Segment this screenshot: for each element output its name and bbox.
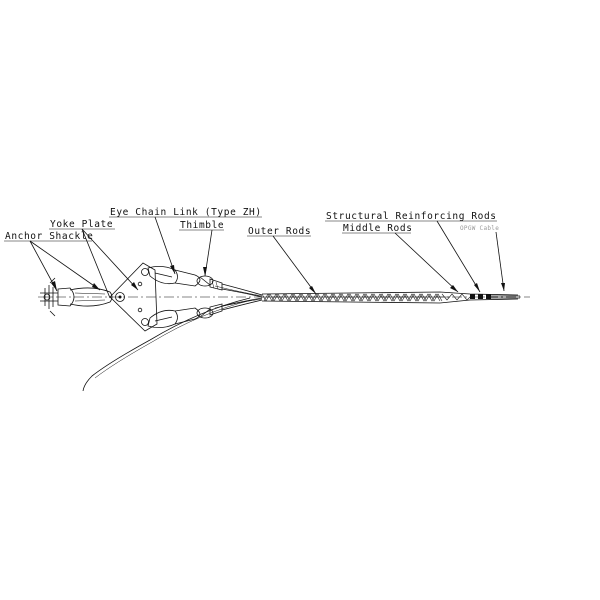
label-outer-rods: Outer Rods bbox=[248, 226, 311, 237]
yoke-plate bbox=[109, 262, 158, 332]
helical-rods bbox=[261, 291, 520, 304]
jumper-cable bbox=[82, 297, 253, 392]
label-anchor-shackle: Anchor Shackle bbox=[5, 231, 93, 242]
label-structural-reinforcing-rods: Structural Reinforcing Rods bbox=[326, 211, 497, 222]
anchor-shackle bbox=[40, 277, 113, 317]
label-middle-rods: Middle Rods bbox=[343, 223, 413, 234]
leader-lines bbox=[4, 216, 505, 299]
label-opgw-cable: OPGW Cable bbox=[460, 225, 499, 232]
label-eye-chain-link: Eye Chain Link (Type ZH) bbox=[110, 207, 262, 218]
label-yoke-plate: Yoke Plate bbox=[50, 219, 113, 230]
upper-chain-link bbox=[147, 266, 223, 291]
label-thimble: Thimble bbox=[180, 220, 224, 231]
